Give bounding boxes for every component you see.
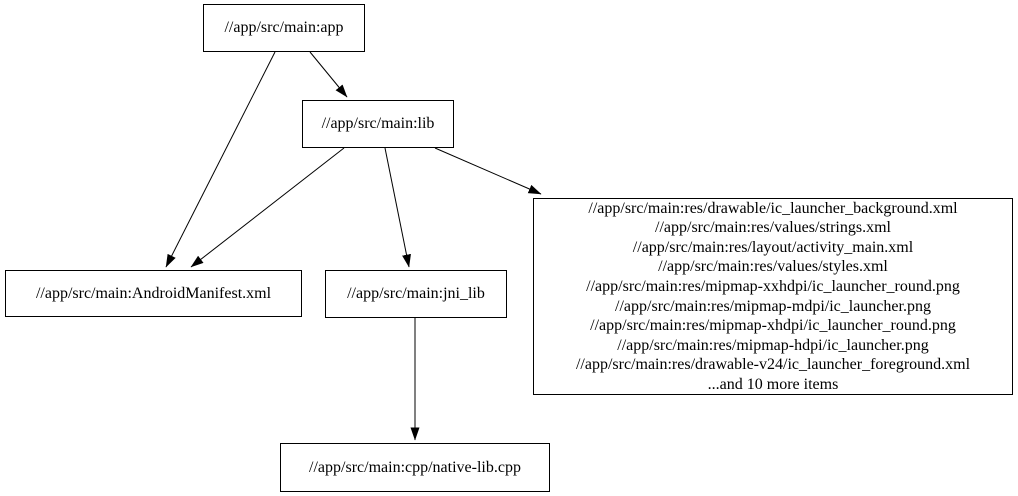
res-group-line: //app/src/main:res/mipmap-hdpi/ic_launch…: [617, 336, 929, 354]
res-group-line: //app/src/main:res/values/styles.xml: [658, 258, 888, 276]
node-app-label: //app/src/main:app: [224, 19, 344, 37]
res-group-more-items: ...and 10 more items: [707, 375, 839, 393]
res-group-line: //app/src/main:res/values/strings.xml: [655, 219, 891, 237]
res-group-line: //app/src/main:res/mipmap-mdpi/ic_launch…: [615, 297, 931, 315]
edge-lib-to-manifest: [190, 147, 345, 268]
res-group-line: //app/src/main:res/drawable/ic_launcher_…: [588, 199, 958, 217]
node-lib: //app/src/main:lib: [302, 100, 454, 148]
edge-app-to-lib: [309, 51, 348, 98]
res-group-line: //app/src/main:res/drawable-v24/ic_launc…: [575, 356, 971, 374]
node-android-manifest: //app/src/main:AndroidManifest.xml: [5, 270, 302, 317]
node-app: //app/src/main:app: [203, 4, 365, 52]
node-res-group: //app/src/main:res/drawable/ic_launcher_…: [533, 198, 1013, 395]
node-native-cpp-label: //app/src/main:cpp/native-lib.cpp: [309, 458, 521, 476]
res-group-line: //app/src/main:res/layout/activity_main.…: [632, 238, 914, 256]
node-android-manifest-label: //app/src/main:AndroidManifest.xml: [35, 284, 272, 302]
node-jni-lib-label: //app/src/main:jni_lib: [347, 285, 485, 303]
node-lib-label: //app/src/main:lib: [321, 115, 435, 133]
res-group-line: //app/src/main:res/mipmap-xhdpi/ic_launc…: [590, 317, 956, 335]
node-native-cpp: //app/src/main:cpp/native-lib.cpp: [280, 443, 550, 492]
edge-app-to-manifest: [165, 51, 276, 268]
res-group-line: //app/src/main:res/mipmap-xxhdpi/ic_laun…: [586, 277, 960, 295]
edge-lib-to-jni-lib: [384, 147, 411, 268]
edge-lib-to-res-group: [434, 147, 542, 195]
node-jni-lib: //app/src/main:jni_lib: [325, 270, 507, 318]
